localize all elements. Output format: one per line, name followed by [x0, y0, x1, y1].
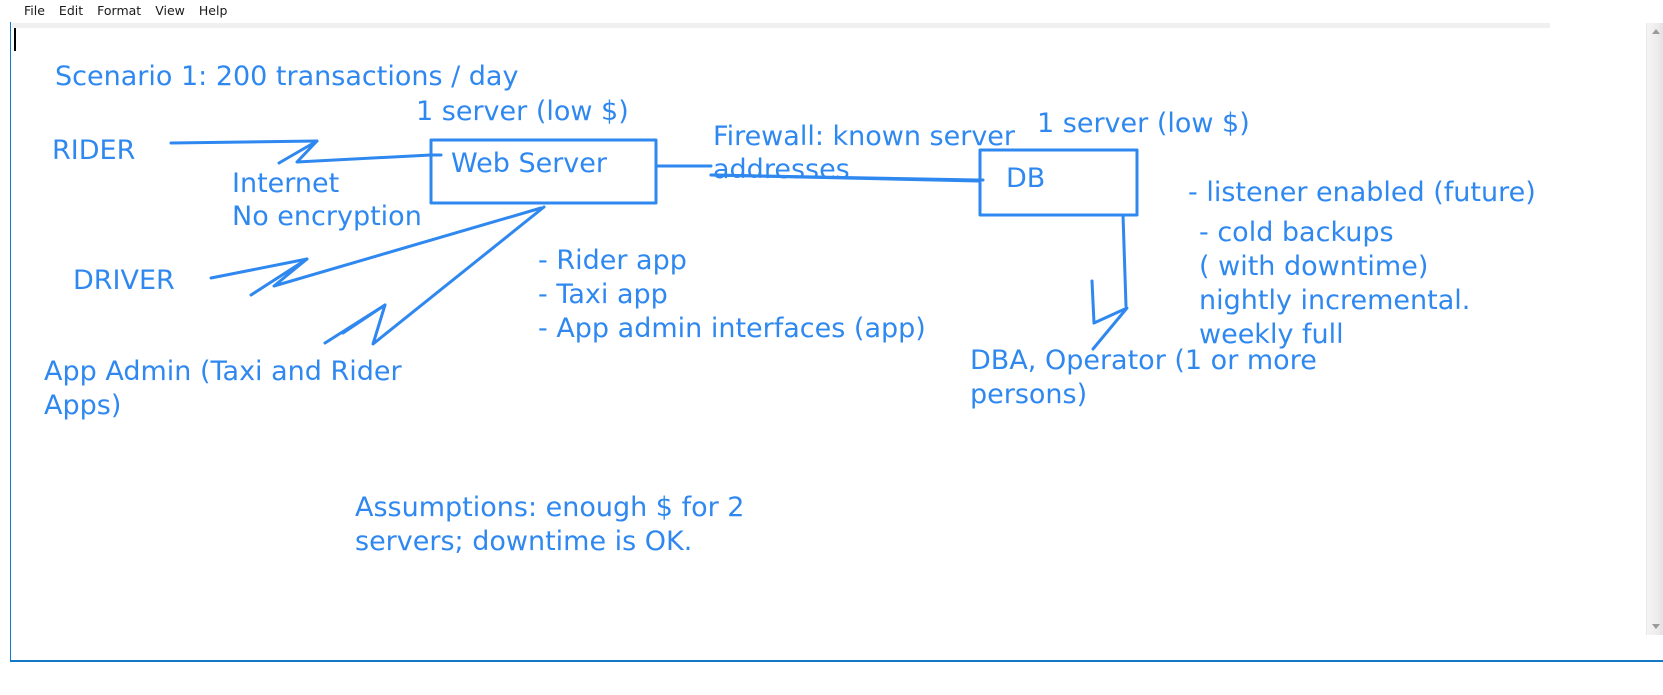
driver-link-line: [209, 257, 309, 280]
scroll-up-arrow-icon[interactable]: [1647, 23, 1663, 40]
web-server-label: Web Server: [451, 148, 607, 179]
menu-bar: File Edit Format View Help: [11, 0, 1663, 22]
assumptions-line2: servers; downtime is OK.: [355, 526, 693, 557]
actor-driver-label: DRIVER: [73, 265, 175, 296]
db-label: DB: [1006, 163, 1046, 194]
actor-app-admin-label: App Admin (Taxi and Rider: [44, 356, 402, 387]
window-frame: [10, 22, 1663, 662]
db-note-2: ( with downtime): [1199, 251, 1429, 282]
firewall-crossing-line: [709, 173, 980, 183]
assumptions-line1: Assumptions: enough $ for 2: [355, 492, 745, 523]
menu-item-format[interactable]: Format: [97, 3, 142, 18]
text-caret: [14, 28, 16, 51]
window-bottom-border: [10, 660, 1663, 662]
db-caption: 1 server (low $): [1037, 108, 1250, 139]
actor-dba-label: DBA, Operator (1 or more: [970, 345, 1317, 376]
db-dba-link-arrowhead: [1090, 279, 1129, 351]
rider-link-line: [169, 139, 319, 145]
driver-link-arrowhead: [249, 206, 543, 297]
link-label-no-encryption: No encryption: [232, 201, 422, 232]
diagram-title: Scenario 1: 200 transactions / day: [55, 61, 519, 92]
toolbar-strip: [12, 23, 1550, 28]
db-dba-link-line: [1121, 213, 1128, 308]
web-server-box-shape: [429, 138, 658, 205]
link-label-firewall-line1: Firewall: known server: [713, 121, 1016, 152]
vertical-scrollbar[interactable]: [1646, 23, 1663, 635]
web-server-caption: 1 server (low $): [416, 96, 629, 127]
web-server-note-2: - App admin interfaces (app): [538, 313, 926, 344]
db-note-4: weekly full: [1199, 319, 1344, 350]
rider-link-arrowhead: [277, 139, 433, 165]
actor-app-admin-label-line2: Apps): [44, 390, 122, 421]
db-note-0: - listener enabled (future): [1188, 177, 1536, 208]
scroll-down-arrow-icon[interactable]: [1647, 618, 1663, 635]
web-server-note-0: - Rider app: [538, 245, 687, 276]
web-server-note-1: - Taxi app: [538, 279, 668, 310]
menu-item-edit[interactable]: Edit: [58, 3, 84, 18]
link-label-internet: Internet: [232, 168, 340, 199]
drawing-canvas[interactable]: Scenario 1: 200 transactions / day 1 ser…: [11, 23, 1663, 660]
db-box-shape: [978, 148, 1139, 217]
db-note-3: nightly incremental.: [1199, 285, 1471, 316]
menu-item-file[interactable]: File: [24, 3, 45, 18]
app-admin-link-arrowhead: [341, 205, 546, 346]
db-note-1: - cold backups: [1199, 217, 1394, 248]
diagram-ink-layer: [169, 138, 1139, 351]
menu-item-view[interactable]: View: [155, 3, 185, 18]
actor-rider-label: RIDER: [52, 135, 136, 166]
menu-item-help[interactable]: Help: [198, 3, 228, 18]
actor-dba-label-line2: persons): [970, 379, 1088, 410]
link-label-firewall-line2: addresses: [713, 154, 850, 185]
